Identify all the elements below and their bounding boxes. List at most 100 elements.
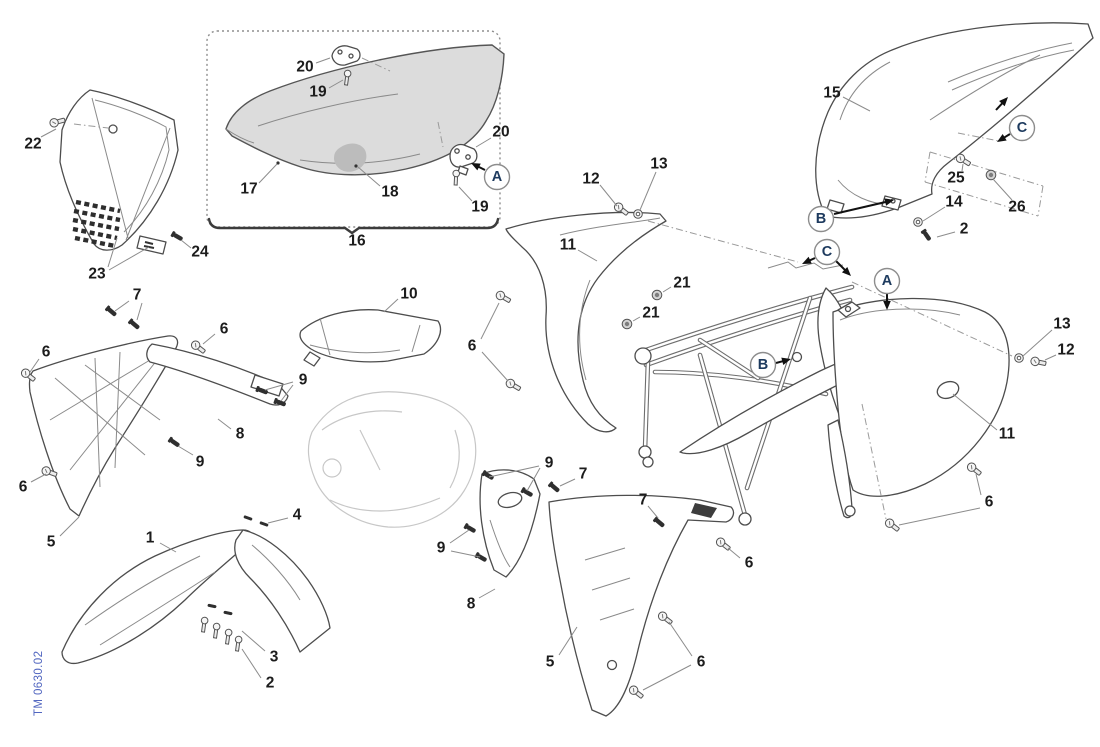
letter-marker-c: C <box>802 238 851 276</box>
part-number-callout-16: 16 <box>348 233 366 250</box>
callout-leader-line <box>992 178 1013 201</box>
document-code: TM 0630.02 <box>33 650 45 716</box>
left-radiator-shroud-drawing <box>29 336 288 516</box>
part-number-callout-7: 7 <box>639 492 648 509</box>
fastener-dark-icon <box>170 231 183 241</box>
callout-leader-line <box>264 381 294 391</box>
front-fender-drawing <box>62 530 330 663</box>
seat-bracket-top-drawing <box>332 46 360 65</box>
pointer-arrow-head <box>999 97 1008 107</box>
letter-marker-text: C <box>822 244 833 260</box>
fastener-dark-icon <box>547 481 560 493</box>
seat-group-brace <box>209 219 498 233</box>
letter-marker-text: B <box>816 211 826 227</box>
assembly-guide-line <box>647 220 799 263</box>
fastener-washer-icon <box>1014 353 1024 363</box>
fastener-bolt-icon <box>190 340 206 354</box>
part-number-callout-2: 2 <box>960 221 969 238</box>
callout-leader-line <box>180 239 192 249</box>
number-plate-vent-grid <box>73 202 120 246</box>
fastener-dark-icon <box>463 523 476 533</box>
callout-leader-line <box>952 393 998 431</box>
part-number-callout-24: 24 <box>191 244 209 261</box>
fastener-bolt-icon <box>884 518 900 532</box>
part-number-callout-6: 6 <box>220 321 229 338</box>
assembly-guide-line <box>929 151 1044 187</box>
fastener-screwv-icon <box>234 635 243 652</box>
part-number-callout-20: 20 <box>296 59 313 76</box>
letter-marker-c: C <box>997 114 1036 142</box>
callout-leader-line <box>478 588 496 599</box>
callout-leader-line <box>280 384 294 402</box>
fastener-clip-icon <box>243 515 253 521</box>
callout-leader-line <box>975 473 982 496</box>
assembly-guide-line <box>957 132 1000 142</box>
assembly-guide-line <box>73 123 109 129</box>
fastener-bolt-icon <box>657 611 673 625</box>
part-number-callout-18: 18 <box>381 184 399 201</box>
callout-leader-line <box>475 137 492 148</box>
part-number-callout-7: 7 <box>133 287 142 304</box>
callout-leader-line <box>357 166 381 187</box>
assembly-guide-line <box>924 181 1039 217</box>
assembly-guide-line <box>924 151 931 183</box>
letter-marker-a: A <box>873 267 901 310</box>
fastener-dark-icon <box>273 398 286 407</box>
pointer-arrow-head <box>884 198 894 206</box>
callout-leader-line <box>267 517 289 524</box>
letter-marker-text: C <box>1017 120 1028 136</box>
part-number-callout-19: 19 <box>309 84 327 101</box>
callout-leader-line <box>558 626 578 656</box>
fastener-screwv-icon <box>200 616 209 633</box>
callout-leader-line <box>842 96 871 112</box>
assembly-guide-line <box>851 281 1013 357</box>
part-number-callout-25: 25 <box>947 170 965 187</box>
pointer-arrow-head <box>471 163 481 171</box>
right-side-panel-drawing <box>680 298 1009 517</box>
letter-marker-b: B <box>807 198 894 233</box>
callout-leader-line <box>577 249 598 262</box>
fastener-bolt-icon <box>966 462 982 476</box>
seat-bracket-right-drawing <box>450 145 477 175</box>
callout-leader-line <box>241 648 262 679</box>
fastener-dark-icon <box>255 386 268 395</box>
fastener-dark-icon <box>474 552 487 562</box>
fastener-bolt-icon <box>49 117 66 128</box>
fastener-dark-icon <box>127 318 140 330</box>
part-number-callout-8: 8 <box>236 426 245 443</box>
callout-leader-line <box>258 163 278 184</box>
callout-leader-line <box>662 286 672 293</box>
letter-marker-text: B <box>758 357 768 373</box>
fastener-bolt-icon <box>20 368 36 382</box>
letter-marker-text: A <box>882 273 893 289</box>
letter-marker-circle <box>1008 114 1036 142</box>
callout-leader-line <box>632 316 641 322</box>
callout-leader-line <box>241 630 266 652</box>
pointer-arrow-head <box>802 256 812 264</box>
callout-leader-line <box>559 478 576 487</box>
part-number-callout-13: 13 <box>1053 316 1071 333</box>
callout-leader-line <box>30 473 47 483</box>
callout-leader-line <box>898 507 981 526</box>
letter-marker-circle <box>807 205 835 233</box>
right-radiator-shroud-drawing <box>549 495 733 716</box>
part-number-callout-17: 17 <box>240 181 257 198</box>
part-number-callout-6: 6 <box>985 494 994 511</box>
callout-leader-line <box>107 237 118 268</box>
fastener-dark-icon <box>520 487 533 497</box>
part-number-callout-3: 3 <box>270 649 279 666</box>
assembly-guide-line <box>1037 185 1044 217</box>
fastener-bolt-icon <box>628 685 644 699</box>
left-shroud-spoiler-drawing <box>147 344 288 405</box>
callout-leader-line <box>727 547 741 559</box>
letter-marker-circle <box>813 238 841 266</box>
pointer-arrow-line <box>835 260 847 272</box>
callout-leader-line <box>136 302 143 321</box>
letter-marker-text: A <box>492 169 503 185</box>
callout-leader-line <box>328 79 344 89</box>
front-number-plate-drawing <box>60 90 178 254</box>
assembly-guide-line <box>361 57 391 72</box>
callout-leader-line <box>1022 329 1053 357</box>
fastener-dark-icon <box>920 228 931 241</box>
